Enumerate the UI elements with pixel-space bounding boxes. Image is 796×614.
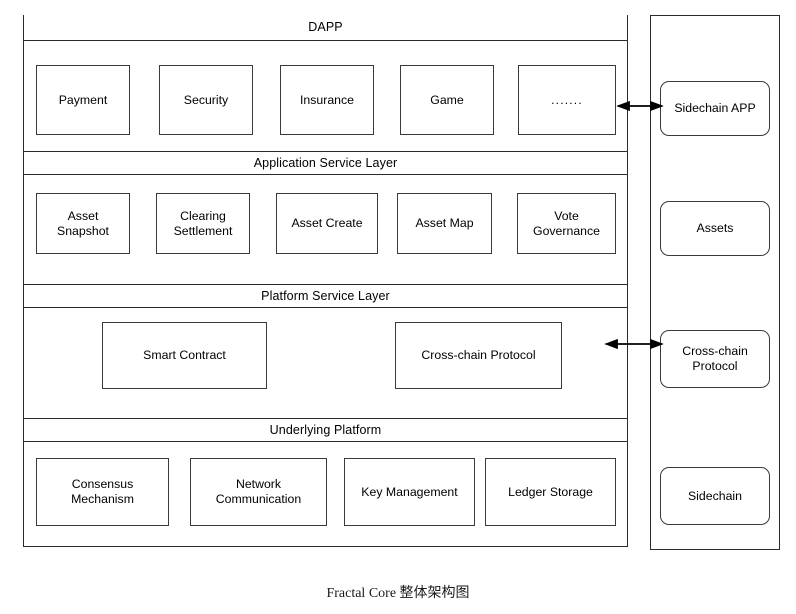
diagram-caption-text: Fractal Core 整体架构图 <box>326 586 470 601</box>
node-sidechain-label: Sidechain <box>687 488 742 503</box>
node-smart-contract-label: Smart Contract <box>143 348 226 362</box>
node-vote-governance[interactable]: Vote Governance <box>517 193 616 254</box>
node-payment[interactable]: Payment <box>36 65 130 135</box>
node-payment-label: Payment <box>58 92 108 107</box>
layer-title-dapp-label: DAPP <box>308 20 343 35</box>
node-clearing-settlement-label: Clearing Settlement <box>173 208 233 238</box>
node-assets-label: Assets <box>696 221 734 235</box>
node-game[interactable]: Game <box>400 65 494 135</box>
node-asset-snapshot-label: Asset Snapshot <box>57 208 109 238</box>
node-key-management[interactable]: Key Management <box>344 458 475 526</box>
layer-title-underlying-platform: Underlying Platform <box>24 418 627 442</box>
layer-title-application-service-label: Application Service Layer <box>253 156 398 170</box>
node-dapp-more-label: ....... <box>551 92 583 107</box>
node-ledger-storage[interactable]: Ledger Storage <box>485 458 616 526</box>
node-vote-governance-label: Vote Governance <box>533 208 600 238</box>
diagram-caption: Fractal Core 整体架构图 <box>0 582 796 602</box>
node-game-label: Game <box>430 92 464 107</box>
node-sidechain-app-label: Sidechain APP <box>674 101 756 115</box>
node-asset-map-label: Asset Map <box>415 216 474 230</box>
node-dapp-more[interactable]: ....... <box>518 65 616 135</box>
layer-title-platform-service-label: Platform Service Layer <box>261 289 390 303</box>
node-cross-chain-protocol[interactable]: Cross-chain Protocol <box>395 322 562 389</box>
node-assets[interactable]: Assets <box>660 201 770 256</box>
node-smart-contract[interactable]: Smart Contract <box>102 322 267 389</box>
node-sidechain-cross-chain-protocol-label: Cross-chain Protocol <box>682 344 748 373</box>
node-cross-chain-protocol-label: Cross-chain Protocol <box>421 348 536 362</box>
node-network-communication-label: Network Communication <box>215 477 302 506</box>
connector-crosschain-to-crosschain <box>604 338 664 350</box>
node-sidechain-app[interactable]: Sidechain APP <box>660 81 770 136</box>
layer-title-underlying-platform-label: Underlying Platform <box>269 423 382 437</box>
node-ledger-storage-label: Ledger Storage <box>508 484 593 499</box>
node-insurance[interactable]: Insurance <box>280 65 374 135</box>
layer-title-platform-service: Platform Service Layer <box>24 284 627 308</box>
node-asset-create[interactable]: Asset Create <box>276 193 378 254</box>
connector-dapp-to-sidechain-app <box>616 100 664 112</box>
sidechain-panel: Sidechain APP Assets Cross-chain Protoco… <box>650 15 780 550</box>
node-sidechain[interactable]: Sidechain <box>660 467 770 525</box>
node-security-label: Security <box>183 92 229 107</box>
layer-title-application-service: Application Service Layer <box>24 151 627 175</box>
layer-title-dapp: DAPP <box>24 14 627 41</box>
main-architecture-panel: DAPP Payment Security Insurance Game ...… <box>23 14 628 547</box>
node-asset-map[interactable]: Asset Map <box>397 193 492 254</box>
node-insurance-label: Insurance <box>299 92 354 107</box>
node-clearing-settlement[interactable]: Clearing Settlement <box>156 193 250 254</box>
node-sidechain-cross-chain-protocol[interactable]: Cross-chain Protocol <box>660 330 770 388</box>
node-security[interactable]: Security <box>159 65 253 135</box>
node-network-communication[interactable]: Network Communication <box>190 458 327 526</box>
node-consensus-mechanism-label: Consensus Mechanism <box>71 477 134 506</box>
node-asset-create-label: Asset Create <box>291 216 363 230</box>
node-key-management-label: Key Management <box>361 484 458 499</box>
node-asset-snapshot[interactable]: Asset Snapshot <box>36 193 130 254</box>
node-consensus-mechanism[interactable]: Consensus Mechanism <box>36 458 169 526</box>
